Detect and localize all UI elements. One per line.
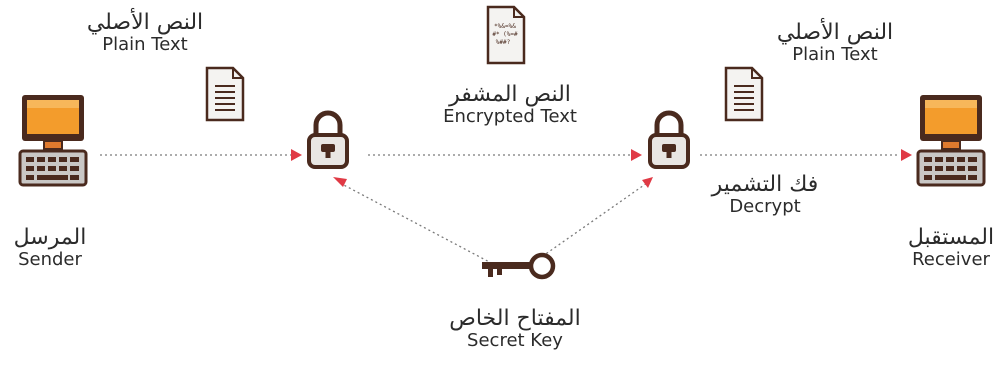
receiver-label: المستقبل Receiver	[897, 225, 1005, 271]
secret-key-label: المفتاح الخاص Secret Key	[415, 306, 615, 352]
encrypt-lock-icon	[309, 113, 347, 167]
encrypted-text-en: Encrypted Text	[443, 106, 577, 128]
cipher-line-1: *%&=%&	[494, 23, 516, 30]
decrypt-ar: فك التشمير	[711, 172, 819, 197]
decrypt-en: Decrypt	[729, 196, 801, 218]
decrypt-lock-icon	[650, 113, 688, 167]
secret-key-ar: المفتاح الخاص	[449, 306, 581, 331]
arrowheads	[291, 149, 912, 188]
receiver-computer-icon	[916, 93, 986, 187]
key-icon	[482, 252, 556, 280]
cipher-line-2: #* (%=#	[492, 31, 518, 38]
encrypted-text-label: النص المشفر Encrypted Text	[410, 82, 610, 128]
plain-text-label-right: النص الأصلي Plain Text	[760, 20, 910, 66]
sender-ar: المرسل	[13, 225, 87, 250]
plain-text-ar-left: النص الأصلي	[86, 10, 204, 35]
sender-computer-icon	[18, 93, 88, 187]
encrypted-document-icon: *%&=%& #* (%=# %##?	[486, 5, 526, 65]
sender-label: المرسل Sender	[0, 225, 100, 271]
plain-text-document-icon-right	[724, 66, 764, 122]
cipher-line-3: %##?	[496, 39, 511, 46]
connection-lines	[100, 154, 900, 266]
receiver-ar: المستقبل	[907, 225, 995, 250]
receiver-en: Receiver	[912, 249, 990, 271]
sender-en: Sender	[18, 249, 82, 271]
plain-text-label-left: النص الأصلي Plain Text	[70, 10, 220, 56]
plain-text-ar-right: النص الأصلي	[776, 20, 894, 45]
plain-text-en-right: Plain Text	[792, 44, 878, 66]
secret-key-en: Secret Key	[467, 330, 563, 352]
plain-text-en-left: Plain Text	[102, 34, 188, 56]
encrypted-text-ar: النص المشفر	[449, 82, 571, 107]
plain-text-document-icon-left	[205, 66, 245, 122]
decrypt-label: فك التشمير Decrypt	[690, 172, 840, 218]
